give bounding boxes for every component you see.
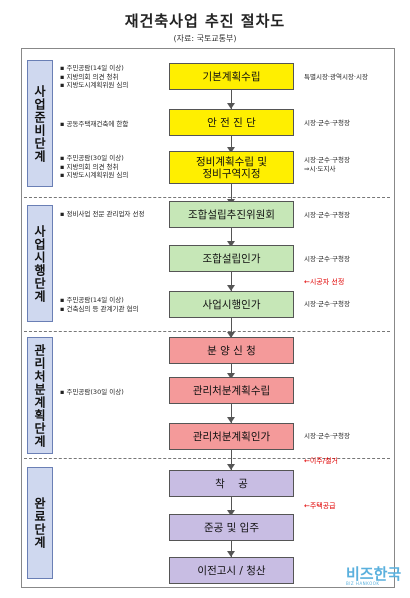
responsible-basic-plan: 특별시장·광역시장·시장 xyxy=(304,73,368,81)
step-zone-designation: 정비계획수립 및 정비구역지정 xyxy=(169,151,294,184)
step-management-plan: 관리처분계획수립 xyxy=(169,377,294,404)
flow-arrow xyxy=(227,332,235,338)
flow-arrow xyxy=(227,417,235,423)
step-completion-move-in: 준공 및 입주 xyxy=(169,514,294,541)
phase-label-implementation: 사업시행단계 xyxy=(27,205,53,322)
note-implementation: ▪ 주민공람(14일 이상)▪ 건축심의 등 관계기관 협의 xyxy=(60,296,139,313)
flow-arrow xyxy=(227,147,235,153)
step-promotion-committee: 조합설립추진위원회 xyxy=(169,201,294,228)
phase-separator xyxy=(24,197,390,198)
note-committee: ▪ 정비사업 전문 관리업자 선정 xyxy=(60,210,145,218)
responsible-association: 시장·군수·구청장 xyxy=(304,255,350,263)
phase-label-completion: 완료단계 xyxy=(27,467,53,579)
note-basic-plan: ▪ 주민공람(14일 이상)▪ 지방의회 의견 청취▪ 지방도시계획위원 심의 xyxy=(60,64,129,89)
flow-arrow xyxy=(227,285,235,291)
flow-arrow xyxy=(227,241,235,247)
flow-arrow xyxy=(227,103,235,109)
phase-label-preparation: 사업준비단계 xyxy=(27,60,53,187)
flow-arrow xyxy=(227,373,235,379)
responsible-safety: 시장·군수·구청장 xyxy=(304,119,350,127)
responsible-zone: 시장·군수·구청장 ⇒시·도지사 xyxy=(304,156,350,173)
note-management: ▪ 주민공람(30일 이상) xyxy=(60,388,124,396)
step-basic-plan: 기본계획수립 xyxy=(169,63,294,90)
flow-arrow xyxy=(227,510,235,516)
flow-arrow xyxy=(227,551,235,557)
step-construction-start: 착 공 xyxy=(169,470,294,497)
diagram-frame xyxy=(21,48,395,588)
watermark-logo: 비즈한국 xyxy=(346,565,402,583)
note-contractor-selection: ←시공자 선정 xyxy=(304,278,345,286)
phase-separator xyxy=(24,458,390,459)
responsible-project: 시장·군수·구청장 xyxy=(304,300,350,308)
watermark-sub: BIZ HANKOOK xyxy=(346,581,380,586)
note-safety: ▪ 공동주택재건축에 한함 xyxy=(60,120,129,128)
step-project-approval: 사업시행인가 xyxy=(169,291,294,318)
step-safety-diagnosis: 안 전 진 단 xyxy=(169,109,294,136)
note-relocation-demolition: ←이주/철거 xyxy=(304,457,338,465)
responsible-committee: 시장·군수·구청장 xyxy=(304,211,350,219)
step-sale-application: 분 양 신 청 xyxy=(169,337,294,364)
flow-line xyxy=(231,90,232,558)
note-zone: ▪ 주민공람(30일 이상)▪ 지방의회 의견 청취▪ 지방도시계획위원 심의 xyxy=(60,154,129,179)
step-management-approval: 관리처분계획인가 xyxy=(169,423,294,450)
phase-separator xyxy=(24,331,390,332)
diagram-title: 재건축사업 추진 절차도 xyxy=(124,12,286,30)
flow-arrow xyxy=(227,464,235,470)
source-note: (자료: 국토교통부) xyxy=(173,34,237,43)
note-housing-supply: ←주택공급 xyxy=(304,502,336,510)
step-association-approval: 조합설립인가 xyxy=(169,245,294,272)
step-transfer-settlement: 이전고시 / 청산 xyxy=(169,557,294,584)
phase-label-management: 관리처분계획단계 xyxy=(27,337,53,454)
responsible-management-approval: 시장·군수·구청장 xyxy=(304,432,350,440)
